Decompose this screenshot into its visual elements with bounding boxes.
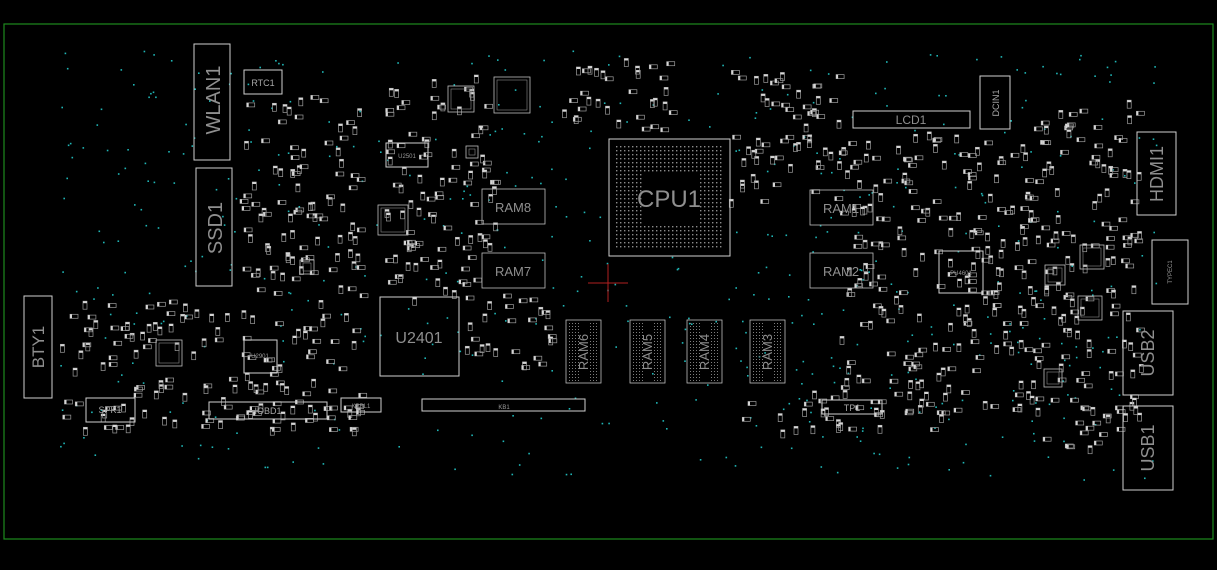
touchpad-label: TP1 [844, 403, 861, 413]
u2901-label: U2901 [251, 354, 269, 360]
battery-connector[interactable]: BTY1 [23, 295, 53, 399]
hdmi-port[interactable]: HDMI1 [1136, 131, 1177, 216]
keyboard-backlight-connector[interactable]: KBBL1 [340, 397, 382, 413]
usb1-label: USB1 [1138, 424, 1158, 471]
battery-label: BTY1 [29, 326, 48, 369]
ram4-label: RAM4 [697, 334, 712, 370]
kbbl-label: KBBL1 [352, 404, 371, 410]
cpu-package[interactable]: CPU1 [608, 138, 731, 257]
touchpad-connector[interactable]: TP1 [821, 399, 883, 415]
speaker-label: SPK1 [98, 405, 121, 415]
memory-ram3[interactable]: RAM3 [749, 319, 786, 384]
ram7-label: RAM7 [495, 264, 531, 279]
pu4601-label: PU4601 [950, 271, 972, 277]
rtc-label: RTC1 [251, 78, 274, 88]
wlan-label: WLAN1 [203, 66, 225, 135]
usb2-port[interactable]: USB2 [1122, 310, 1174, 396]
dcin-label: DCIN1 [991, 89, 1001, 116]
lcd-connector[interactable]: LCD1 [852, 110, 971, 129]
lcd-label: LCD1 [896, 113, 927, 127]
cpu-label: CPU1 [637, 186, 701, 213]
ram5-label: RAM5 [640, 334, 655, 370]
typec-label: TYPEC1 [1168, 260, 1174, 284]
usb2-label: USB2 [1138, 329, 1158, 376]
wlan-connector[interactable]: WLAN1 [193, 43, 231, 161]
memory-ram2[interactable]: RAM2 [809, 252, 874, 289]
pmic-pu4601[interactable]: PU4601 [938, 250, 984, 294]
ram8-label: RAM8 [495, 200, 531, 215]
chip-u2501[interactable]: U2501 [385, 142, 429, 168]
dc-in-connector[interactable]: DCIN1 [979, 75, 1011, 130]
crosshair-cursor-icon [588, 264, 628, 302]
board-outline [3, 23, 1214, 540]
memory-ram6[interactable]: RAM6 [565, 319, 602, 384]
keyboard-label: KB1 [498, 405, 510, 411]
chip-u2901[interactable]: U2901 [243, 339, 278, 374]
ssd-connector[interactable]: SSD1 [195, 167, 233, 287]
usb-c-port[interactable]: TYPEC1 [1151, 239, 1189, 305]
via-field [60, 50, 1158, 481]
u2501-label: U2501 [398, 154, 416, 160]
ssd-label: SSD1 [205, 202, 227, 254]
hdmi-label: HDMI1 [1147, 146, 1167, 202]
ram6-label: RAM6 [576, 334, 591, 370]
io-board-connector[interactable]: IOBD1 [208, 401, 328, 420]
chip-u2401[interactable]: U2401 [379, 296, 460, 377]
memory-ram5[interactable]: RAM5 [629, 319, 666, 384]
ram2-label: RAM2 [823, 264, 859, 279]
usb1-port[interactable]: USB1 [1122, 405, 1174, 491]
ram3-label: RAM3 [760, 334, 775, 370]
u2401-label: U2401 [395, 330, 442, 347]
io-board-label: IOBD1 [254, 406, 281, 416]
memory-ram8[interactable]: RAM8 [481, 188, 546, 225]
speaker-connector[interactable]: SPK1 [85, 397, 136, 423]
memory-ram4[interactable]: RAM4 [686, 319, 723, 384]
memory-ram1[interactable]: RAM1 [809, 189, 874, 226]
ram1-label: RAM1 [823, 201, 859, 216]
passive-components [60, 58, 1145, 455]
rtc-battery[interactable]: RTC1 [243, 69, 283, 95]
keyboard-connector[interactable]: KB1 [421, 398, 586, 412]
memory-ram7[interactable]: RAM7 [481, 252, 546, 289]
